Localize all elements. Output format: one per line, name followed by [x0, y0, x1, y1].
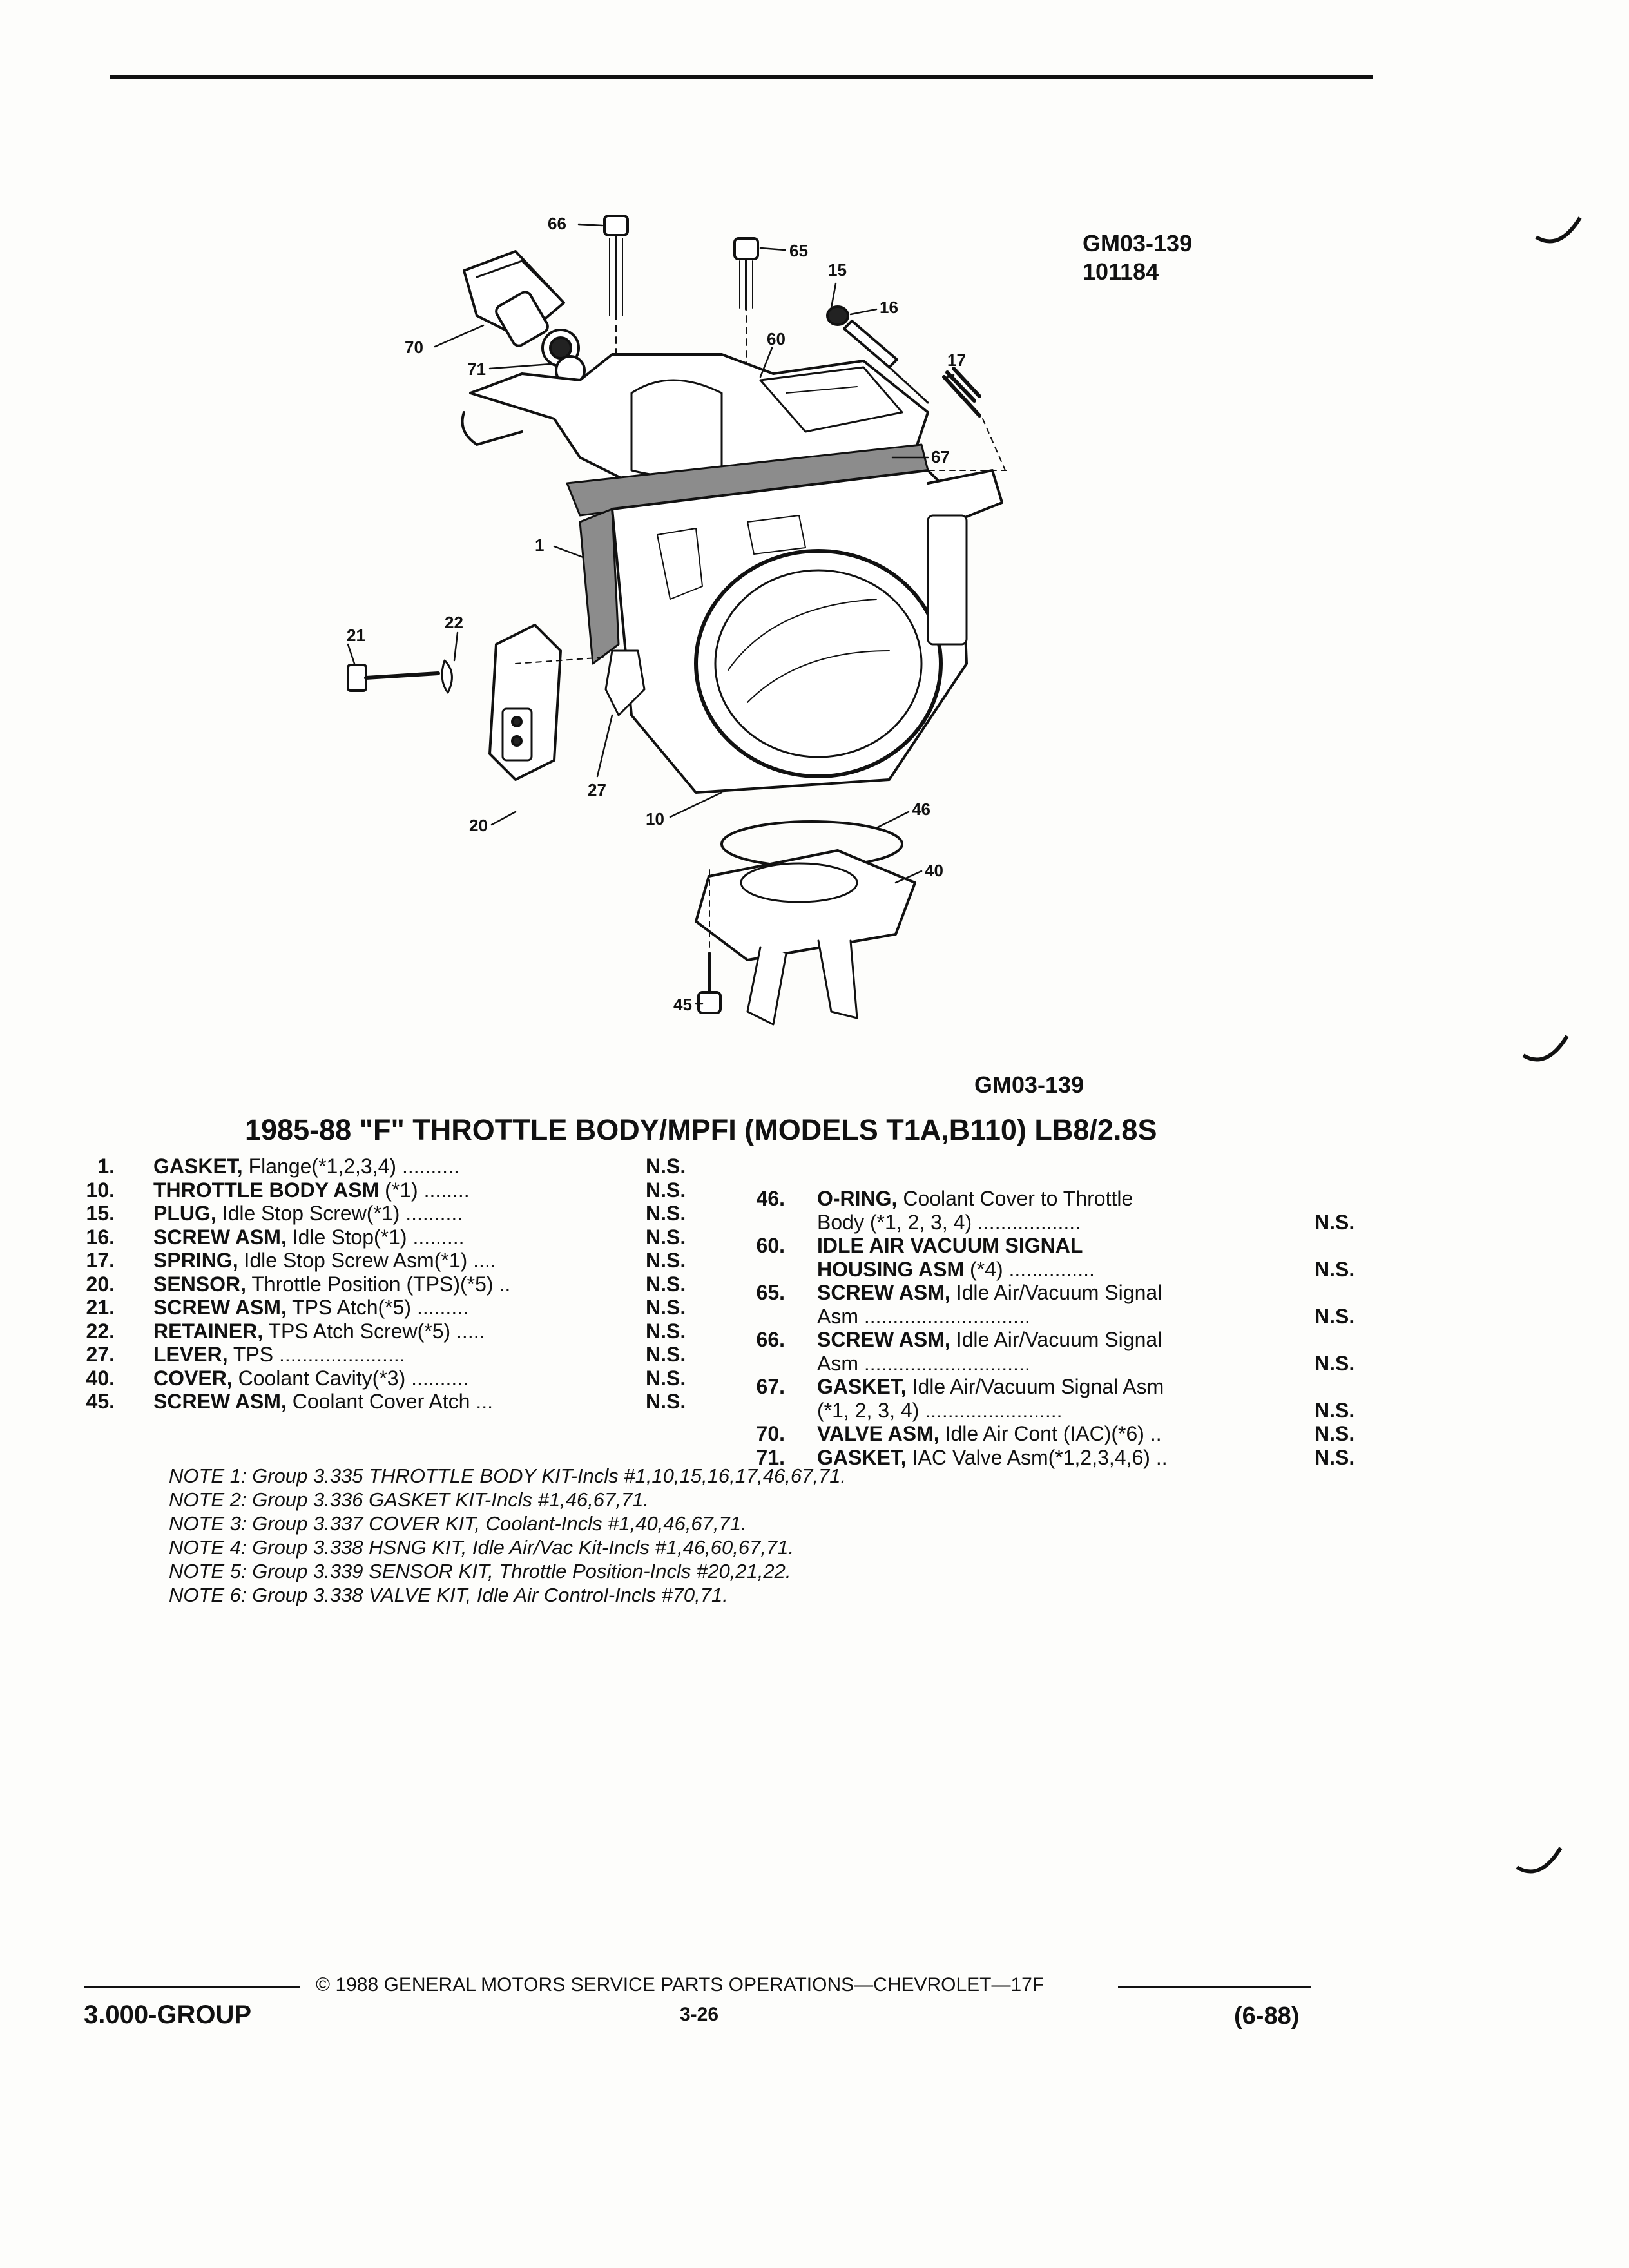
note-6: NOTE 6: Group 3.338 VALVE KIT, Idle Air …: [169, 1584, 728, 1606]
part-row: 21.SCREW ASM, TPS Atch(*5) .........N.S.: [86, 1296, 686, 1319]
revision-date: (6-88): [1234, 2003, 1300, 2030]
note-1: NOTE 1: Group 3.335 THROTTLE BODY KIT-In…: [169, 1465, 847, 1487]
part-row: 40.COVER, Coolant Cavity(*3) ..........N…: [86, 1366, 686, 1390]
tps-sensor-drawing: [347, 624, 646, 781]
iac-valve-drawing: [463, 250, 586, 386]
figure-id-block: GM03-139 101184: [1083, 229, 1192, 286]
binder-mark-icon: [1522, 1035, 1569, 1062]
callout-46: 46: [912, 800, 930, 819]
callout-1: 1: [535, 535, 544, 555]
note-4: NOTE 4: Group 3.338 HSNG KIT, Idle Air/V…: [169, 1536, 795, 1559]
note-5: NOTE 5: Group 3.339 SENSOR KIT, Throttle…: [169, 1560, 791, 1582]
part-row: 1.GASKET, Flange(*1,2,3,4) ..........N.S…: [97, 1155, 686, 1178]
flange-gasket-drawing: [579, 508, 620, 665]
footer-group: 3.000-GROUP: [84, 2001, 252, 2029]
part-row: 60.IDLE AIR VACUUM SIGNAL HOUSING ASM (*…: [756, 1234, 1355, 1281]
leader-lines: [347, 223, 955, 1005]
callout-27: 27: [588, 780, 606, 800]
part-row: 71.GASKET, IAC Valve Asm(*1,2,3,4,6) ..N…: [756, 1445, 1355, 1469]
top-rule: [110, 75, 1373, 79]
part-row: 65.SCREW ASM, Idle Air/Vacuum Signal Asm…: [756, 1281, 1355, 1328]
callout-67: 67: [931, 447, 950, 466]
part-row: 46.O-RING, Coolant Cover to Throttle Bod…: [756, 1187, 1355, 1234]
part-row: 10.THROTTLE BODY ASM (*1) ........N.S.: [86, 1178, 686, 1202]
page-title: 1985-88 "F" THROTTLE BODY/MPFI (MODELS T…: [245, 1113, 1157, 1146]
callout-15: 15: [828, 260, 847, 280]
part-row: 66.SCREW ASM, Idle Air/Vacuum Signal Asm…: [756, 1328, 1355, 1375]
callout-70: 70: [405, 338, 423, 357]
callout-20: 20: [469, 816, 488, 835]
footer-copyright: © 1988 GENERAL MOTORS SERVICE PARTS OPER…: [316, 1974, 1045, 1995]
callout-16: 16: [880, 298, 898, 317]
callout-45: 45: [673, 995, 692, 1014]
part-row: 20.SENSOR, Throttle Position (TPS)(*5) .…: [86, 1272, 686, 1296]
coolant-cover-drawing: [695, 820, 916, 1026]
figure-id-top: GM03-139: [1083, 230, 1193, 256]
binder-mark-icon: [1535, 216, 1582, 244]
binder-mark-icon: [1516, 1847, 1563, 1874]
exploded-diagram: 66 65 15 16 60 17 70 71 67 1 22 21 27 20…: [309, 200, 1050, 1037]
part-row: 67.GASKET, Idle Air/Vacuum Signal Asm (*…: [756, 1375, 1355, 1422]
throttle-body-illustration: 66 65 15 16 60 17 70 71 67 1 22 21 27 20…: [347, 214, 1009, 1026]
footer-rule-right: [1118, 1986, 1311, 1988]
parts-list-right: 46.O-RING, Coolant Cover to Throttle Bod…: [741, 1187, 1385, 1469]
note-3: NOTE 3: Group 3.337 COVER KIT, Coolant-I…: [169, 1512, 747, 1535]
part-row: 17.SPRING, Idle Stop Screw Asm(*1) ....N…: [86, 1249, 686, 1272]
figure-date-code: 101184: [1083, 258, 1159, 285]
part-row: 27.LEVER, TPS ......................N.S.: [86, 1343, 686, 1366]
note-2: NOTE 2: Group 3.336 GASKET KIT-Incls #1,…: [169, 1488, 649, 1511]
part-row: 22.RETAINER, TPS Atch Screw(*5) .....N.S…: [86, 1319, 686, 1343]
callout-10: 10: [646, 809, 664, 829]
throttle-body-drawing: [611, 469, 1003, 794]
callout-60: 60: [767, 329, 786, 349]
callout-71: 71: [467, 360, 486, 379]
callout-21: 21: [347, 626, 365, 645]
callout-22: 22: [445, 613, 463, 632]
parts-list-left: 1.GASKET, Flange(*1,2,3,4) ..........N.S…: [39, 1155, 709, 1414]
part-row: 70.VALVE ASM, Idle Air Cont (IAC)(*6) ..…: [756, 1422, 1355, 1445]
notes-block: NOTE 1: Group 3.335 THROTTLE BODY KIT-In…: [169, 1464, 846, 1607]
callout-17: 17: [947, 351, 966, 370]
part-row: 45.SCREW ASM, Coolant Cover Atch ...N.S.: [86, 1390, 686, 1413]
footer-rule-left: [84, 1986, 300, 1988]
figure-id-bottom: GM03-139: [974, 1072, 1084, 1098]
callout-65: 65: [789, 241, 808, 260]
part-row: 16.SCREW ASM, Idle Stop(*1) .........N.S…: [86, 1225, 686, 1249]
callout-40: 40: [925, 861, 943, 880]
part-row: 15.PLUG, Idle Stop Screw(*1) ..........N…: [86, 1202, 686, 1225]
callout-66: 66: [548, 214, 566, 233]
page-number: 3-26: [680, 2004, 719, 2025]
